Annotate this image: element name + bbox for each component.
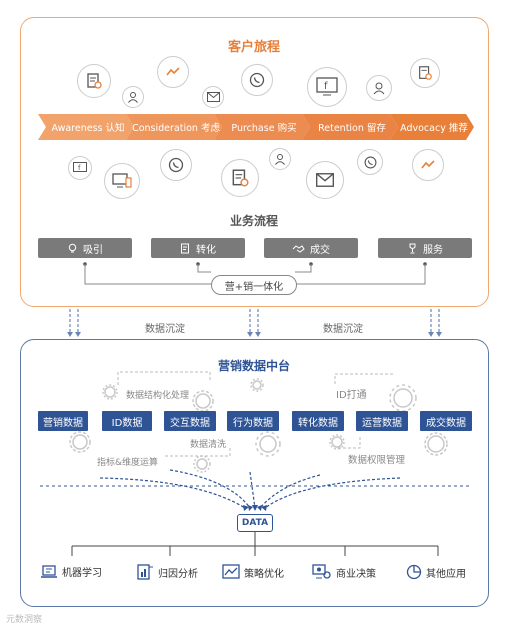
module-interaction-data: 交互数据 <box>164 411 216 431</box>
integration-pill: 营+销一体化 <box>211 275 297 295</box>
step-attract-label: 吸引 <box>83 244 103 256</box>
step-close-deal: 成交 <box>264 238 358 258</box>
step-service: 服务 <box>378 238 472 258</box>
step-convert: 转化 <box>151 238 245 258</box>
data-hub: DATA <box>237 514 273 532</box>
laptop-icon <box>41 564 57 578</box>
whatsapp-icon <box>241 64 273 96</box>
stage-awareness: Awareness 认知 <box>51 123 125 134</box>
customer-journey-panel <box>20 17 489 307</box>
app-strategy-optimization: 策略优化 <box>222 564 284 580</box>
data-deposit-label-right: 数据沉淀 <box>323 324 363 335</box>
document-settings-icon <box>77 64 111 98</box>
stage-consideration: Consideration 考虑 <box>132 123 220 134</box>
document-chart-icon <box>137 564 153 580</box>
process-permission-label: 数据权限管理 <box>348 455 406 466</box>
messenger-icon-2 <box>412 149 444 181</box>
facebook-icon: f <box>307 67 347 107</box>
trophy-icon <box>409 243 416 253</box>
line-chart-icon <box>222 564 240 579</box>
data-deposit-label-left: 数据沉淀 <box>145 324 185 335</box>
customer-avatar-icon-2 <box>366 75 392 101</box>
pie-chart-icon <box>406 564 422 580</box>
stage-advocacy: Advocacy 推荐 <box>400 123 468 134</box>
step-attract: 吸引 <box>38 238 132 258</box>
app-other-label: 其他应用 <box>426 568 466 580</box>
decision-icon <box>312 564 331 579</box>
customer-avatar-icon <box>122 86 144 108</box>
facebook-icon-2: f <box>68 156 92 180</box>
document-settings-icon-3 <box>221 159 259 197</box>
business-process-title: 业务流程 <box>229 214 278 228</box>
app-strategy-optimization-label: 策略优化 <box>244 568 284 580</box>
messenger-icon <box>157 56 189 88</box>
document-edit-icon <box>181 243 189 253</box>
whatsapp-icon-3 <box>357 149 383 175</box>
app-machine-learning-label: 机器学习 <box>62 568 102 579</box>
app-business-decision-label: 商业决策 <box>336 568 376 580</box>
module-marketing-data: 营销数据 <box>38 411 88 431</box>
process-cleansing-label: 数据清洗 <box>190 440 227 450</box>
app-machine-learning: 机器学习 <box>40 564 102 579</box>
mail-icon <box>202 86 224 108</box>
lightbulb-icon <box>68 243 77 252</box>
stage-purchase: Purchase 购买 <box>231 123 297 134</box>
marketing-data-platform-panel <box>20 339 489 607</box>
svg-text:f: f <box>324 81 328 92</box>
module-deal-data: 成交数据 <box>420 411 472 431</box>
svg-text:f: f <box>78 164 81 172</box>
journey-title: 客户旅程 <box>227 40 280 55</box>
app-attribution: 归因分析 <box>136 564 198 580</box>
document-settings-icon-2 <box>410 58 440 88</box>
process-metrics-label: 指标&维度运算 <box>97 458 159 468</box>
process-id-mapping-label: ID打通 <box>336 390 367 401</box>
module-id-data: ID数据 <box>102 411 152 431</box>
process-structuring-label: 数据结构化处理 <box>126 391 190 401</box>
app-business-decision: 商业决策 <box>312 564 376 580</box>
whatsapp-icon-2 <box>160 149 192 181</box>
app-attribution-label: 归因分析 <box>158 568 198 580</box>
stage-retention: Retention 留存 <box>318 123 386 134</box>
customer-avatar-icon-3 <box>269 148 291 170</box>
platform-title: 营销数据中台 <box>217 359 290 373</box>
devices-icon <box>104 163 140 199</box>
step-convert-label: 转化 <box>196 244 216 256</box>
step-service-label: 服务 <box>423 244 443 256</box>
step-close-deal-label: 成交 <box>310 244 330 256</box>
module-behavior-data: 行为数据 <box>227 411 279 431</box>
mail-icon-2 <box>306 161 344 199</box>
module-operation-data: 运营数据 <box>356 411 408 431</box>
app-other: 其他应用 <box>406 564 466 580</box>
watermark: 元数洞察 <box>6 615 43 625</box>
module-conversion-data: 转化数据 <box>292 411 344 431</box>
handshake-icon <box>292 244 305 253</box>
